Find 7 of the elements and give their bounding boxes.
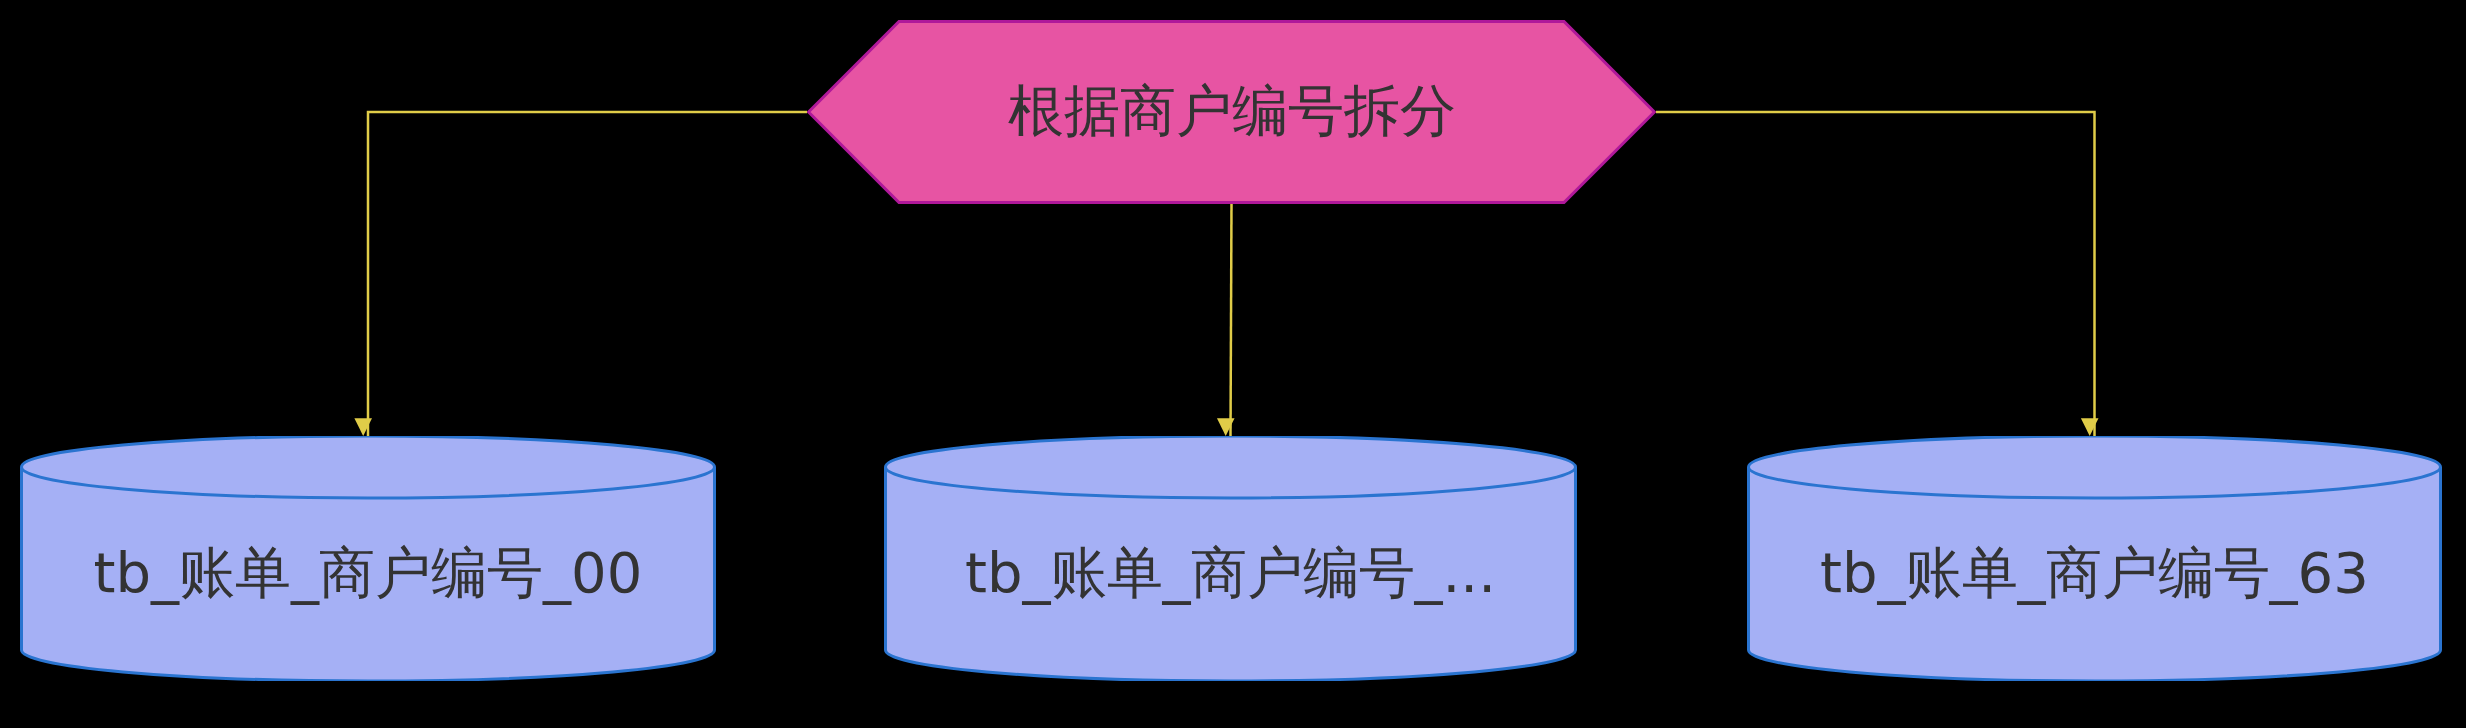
- arrow: [1217, 204, 1235, 436]
- database-cylinder: tb_账单_商户编号_00: [20, 436, 716, 681]
- database-cylinder: tb_账单_商户编号_...: [884, 436, 1577, 681]
- process-hexagon: 根据商户编号拆分: [807, 20, 1656, 204]
- database-cylinder: tb_账单_商户编号_63: [1747, 436, 2442, 681]
- arrow: [354, 110, 807, 436]
- arrow: [1656, 110, 2099, 436]
